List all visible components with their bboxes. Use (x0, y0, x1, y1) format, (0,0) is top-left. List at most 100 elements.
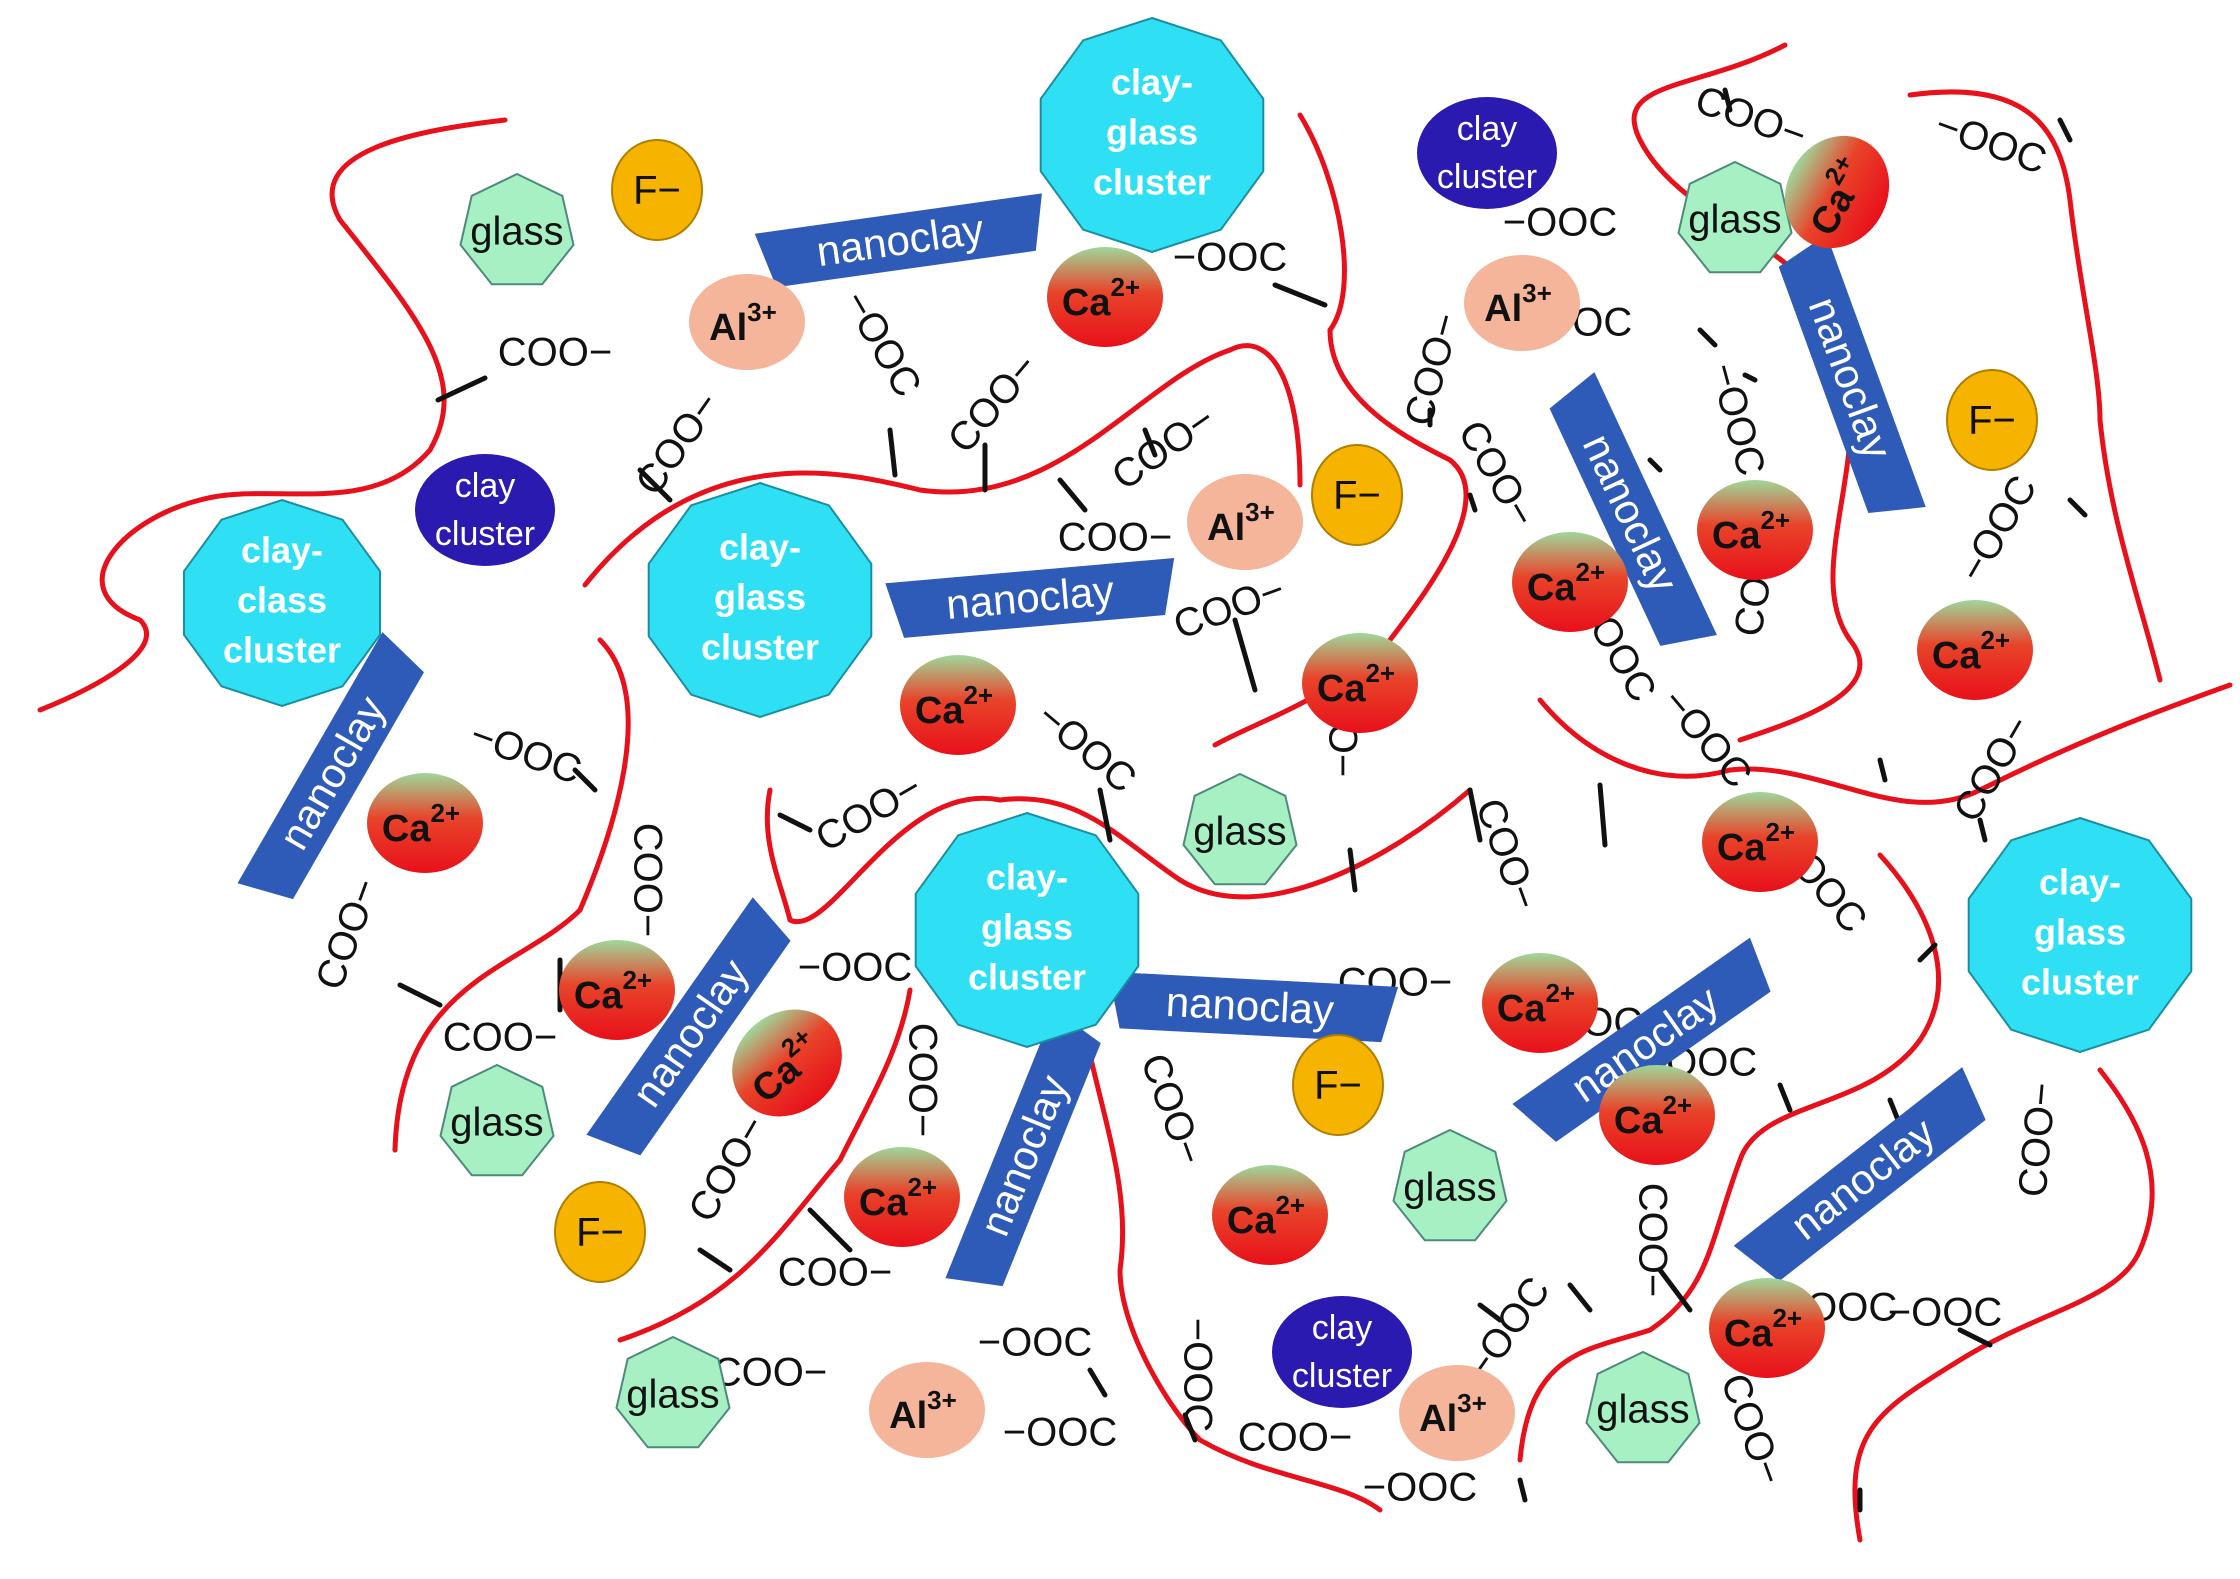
polymer-chain (1087, 1052, 1383, 1513)
carboxylate-label: COO− (939, 345, 1046, 461)
aluminium-ion: Al3+ (869, 1362, 985, 1458)
svg-text:Ca2+: Ca2+ (1527, 557, 1605, 609)
carboxylate-label: COO− (808, 765, 929, 860)
svg-text:cluster: cluster (968, 957, 1086, 998)
svg-text:Ca2+: Ca2+ (859, 1172, 937, 1224)
svg-text:cluster: cluster (1093, 162, 1211, 203)
svg-text:F−: F− (633, 169, 681, 213)
carboxylate-label: COO− (2011, 1081, 2065, 1199)
carboxylate-label: COO− (900, 1023, 944, 1137)
calcium-ion: Ca2+ (1302, 633, 1418, 733)
polymer-chain (617, 987, 913, 1343)
carboxylate-label: COO− (1690, 77, 1813, 158)
carboxylate-label: −OOC (1029, 694, 1145, 801)
aluminium-ion: Al3+ (1187, 474, 1303, 570)
svg-text:clay-: clay- (986, 857, 1068, 898)
nanoclay-platelet: nanoclay (945, 1009, 1101, 1287)
svg-text:cluster: cluster (701, 627, 819, 668)
svg-text:nanoclay: nanoclay (1800, 291, 1902, 465)
glass-particle: glass (1392, 1128, 1508, 1242)
polymer-chains (37, 42, 2233, 1543)
calcium-ion: Ca2+ (1697, 480, 1813, 580)
svg-text:Ca2+: Ca2+ (1062, 272, 1140, 324)
clay-glass-clusters: clay-glassclusterclay-classclusterclay-g… (183, 16, 2193, 1054)
calcium-ion: Ca2+ (1917, 600, 2033, 700)
svg-text:Ca2+: Ca2+ (382, 798, 460, 850)
carboxylate-label: COO− (1712, 1368, 1793, 1491)
nanoclay-platelet: nanoclay (754, 193, 1042, 288)
svg-text:clay: clay (455, 467, 515, 505)
glass-particle: glass (615, 1335, 731, 1449)
svg-text:glass: glass (2034, 912, 2126, 953)
fluoride-ion: F− (1946, 369, 2038, 471)
svg-text:clay: clay (1312, 1309, 1372, 1347)
svg-text:nanoclay: nanoclay (1165, 978, 1335, 1034)
svg-text:nanoclay: nanoclay (1782, 1108, 1943, 1249)
svg-text:Ca2+: Ca2+ (1227, 1190, 1305, 1242)
svg-text:Ca2+: Ca2+ (915, 680, 993, 732)
svg-text:cluster: cluster (1437, 158, 1537, 196)
carboxylate-label: −OOC (1950, 468, 2045, 589)
polymer-chain (1907, 89, 2163, 683)
clay-cluster: clay cluster (415, 454, 555, 566)
svg-text:Al3+: Al3+ (1207, 497, 1275, 549)
svg-text:nanoclay: nanoclay (970, 1069, 1077, 1242)
svg-text:cluster: cluster (435, 515, 535, 553)
svg-text:Ca2+: Ca2+ (1724, 1303, 1802, 1355)
polymer-chain (392, 637, 631, 1153)
glass-particle: glass (1585, 1350, 1701, 1464)
carboxylate-label: −OOC (1888, 1291, 2002, 1335)
calcium-ion: Ca2+ (367, 773, 483, 873)
calcium-ion: Ca2+ (1702, 792, 1818, 892)
carboxylate-label: −OOC (978, 1321, 1092, 1365)
svg-text:glass: glass (1688, 198, 1781, 242)
svg-text:Ca2+: Ca2+ (1932, 625, 2010, 677)
carboxylate-label: COO− (1104, 397, 1223, 499)
polymer-chain (764, 787, 1473, 925)
svg-text:glass: glass (450, 1101, 543, 1145)
carboxylate-label: COO− (625, 823, 669, 937)
fluoride-ion: F− (1292, 1034, 1384, 1136)
nanoclay-platelet: nanoclay (1733, 1067, 1986, 1282)
carboxylate-label: −OOC (1173, 236, 1287, 280)
svg-text:F−: F− (1968, 399, 2016, 443)
aluminium-ion: Al3+ (1399, 1365, 1515, 1461)
carboxylate-label: COO− (680, 1108, 775, 1229)
carboxylate-label: −OOC (1363, 1466, 1477, 1510)
clay-clusters: clay cluster clay cluster clay cluster (415, 97, 1557, 1408)
calcium-ion: Ca2+ (1482, 953, 1598, 1053)
carboxylate-label: −OOC (1701, 358, 1773, 480)
polymer-chain (1852, 1067, 2155, 1543)
calcium-ion: Ca2+ (844, 1147, 960, 1247)
polymer-chain (1517, 852, 1942, 1463)
svg-text:F−: F− (1333, 474, 1381, 518)
calcium-ion: Ca2+ (559, 940, 675, 1040)
calcium-ion: Ca2+ (1047, 247, 1163, 347)
polymer-chain (1537, 682, 2233, 805)
carboxylate-label: COO− (713, 1351, 827, 1395)
ions: F−F−F−F−F−Al3+Al3+Al3+Al3+Al3+Ca2+Ca2+Ca… (367, 135, 2038, 1461)
nanoclay-platelet: nanoclay (1778, 234, 1926, 514)
svg-text:clay-: clay- (719, 527, 801, 568)
carboxylate-label: COO− (498, 331, 612, 375)
svg-text:glass: glass (1106, 112, 1198, 153)
calcium-ion: Ca2+ (732, 1009, 842, 1117)
carboxylate-label: COO− (1467, 793, 1548, 916)
glass-particle: glass (459, 172, 575, 286)
carboxylate-label: COO− (1168, 567, 1291, 648)
carboxylate-label: COO− (1238, 1416, 1352, 1460)
glass-particle: glass (439, 1063, 555, 1177)
svg-text:Ca2+: Ca2+ (1497, 978, 1575, 1030)
svg-text:Ca2+: Ca2+ (574, 965, 652, 1017)
calcium-ion: Ca2+ (1784, 135, 1890, 249)
svg-text:glass: glass (1596, 1388, 1689, 1432)
svg-text:Al3+: Al3+ (1419, 1388, 1487, 1440)
svg-text:clay: clay (1457, 110, 1517, 148)
aluminium-ion: Al3+ (1464, 255, 1580, 351)
